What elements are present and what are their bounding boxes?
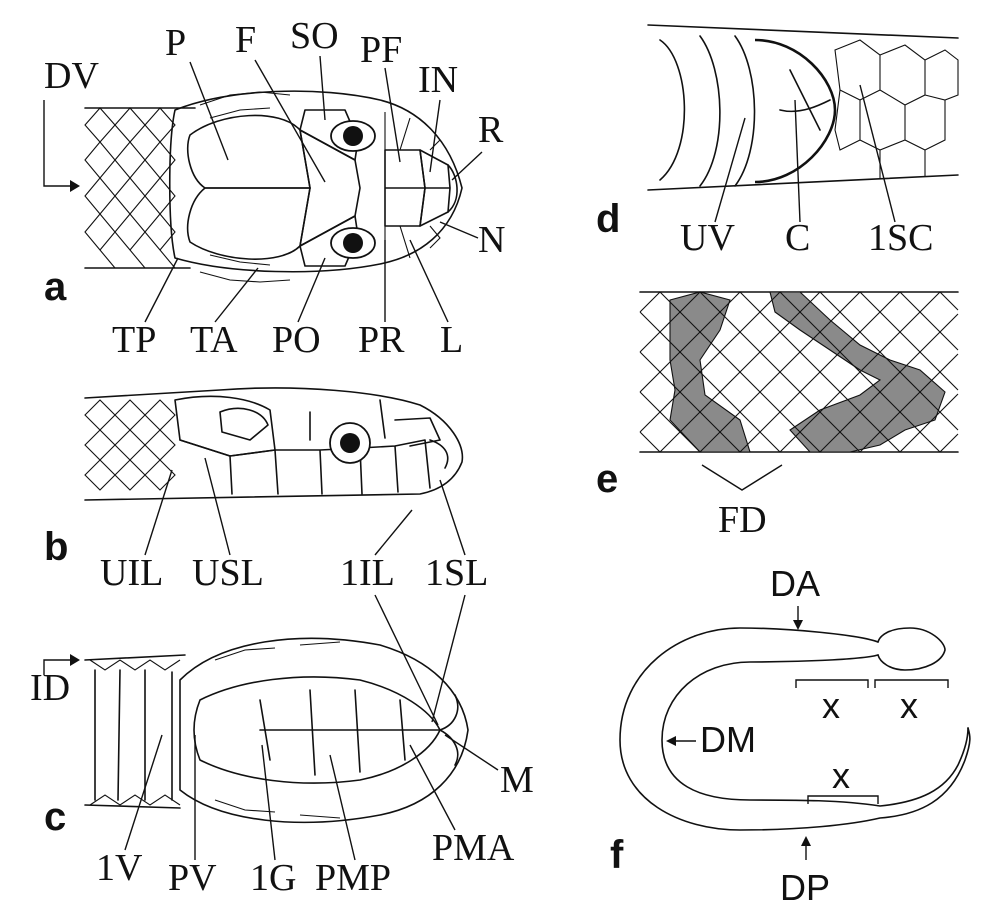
label-1V: 1V xyxy=(96,847,143,889)
label-UV: UV xyxy=(680,217,735,259)
label-1G: 1G xyxy=(250,857,296,899)
label-DM: DM xyxy=(700,719,756,760)
label-x2: x xyxy=(900,685,918,726)
leader-PO xyxy=(298,258,325,322)
panel-label-d: d xyxy=(596,197,620,241)
panel-label-b: b xyxy=(44,525,68,569)
label-C: C xyxy=(785,217,810,259)
leader-M xyxy=(445,735,498,770)
arrow-DP xyxy=(801,836,811,846)
leader-1SL xyxy=(440,480,465,555)
label-PO: PO xyxy=(272,319,321,361)
label-P: P xyxy=(165,22,186,64)
arrow-DM xyxy=(666,736,676,746)
leader-N xyxy=(440,222,478,238)
leader-1SC xyxy=(860,85,895,222)
leader-PMP xyxy=(330,755,355,860)
leader-L xyxy=(410,240,448,322)
label-1SL: 1SL xyxy=(425,552,488,594)
label-USL: USL xyxy=(192,552,264,594)
panel-a-dorsal-head xyxy=(85,91,462,282)
label-DA: DA xyxy=(770,563,820,604)
leader-R xyxy=(452,152,482,180)
dv-arrowhead xyxy=(70,180,80,192)
label-TA: TA xyxy=(190,319,238,361)
leader-P xyxy=(190,62,228,160)
dv-arrow xyxy=(44,100,70,186)
panel-d-cloacal-region xyxy=(648,25,958,190)
panel-e-dorsal-pattern xyxy=(640,292,958,452)
panel-label-a: a xyxy=(44,265,67,309)
label-PMP: PMP xyxy=(315,857,391,899)
leader-IN xyxy=(430,100,440,172)
label-DV: DV xyxy=(44,55,99,97)
label-PR: PR xyxy=(358,319,405,361)
label-M: M xyxy=(500,759,534,801)
label-UIL: UIL xyxy=(100,552,163,594)
label-1IL: 1IL xyxy=(340,552,395,594)
label-R: R xyxy=(478,109,504,151)
leader-USL xyxy=(205,458,230,555)
fd-bracket xyxy=(702,465,782,490)
label-TP: TP xyxy=(112,319,156,361)
x-brackets-top xyxy=(796,680,948,688)
leader-PF xyxy=(385,68,400,162)
leader-1G xyxy=(262,745,275,860)
label-N: N xyxy=(478,219,505,261)
label-1SC: 1SC xyxy=(868,217,933,259)
label-PMA: PMA xyxy=(432,827,515,869)
label-SO: SO xyxy=(290,15,339,57)
leader-UIL xyxy=(145,470,172,555)
label-IN: IN xyxy=(418,59,458,101)
panel-label-f: f xyxy=(610,833,624,877)
leader-1V xyxy=(125,735,162,850)
panel-label-c: c xyxy=(44,795,66,839)
panel-label-e: e xyxy=(596,457,618,501)
panel-f-organ-outline xyxy=(620,628,970,830)
label-F: F xyxy=(235,19,256,61)
label-ID: ID xyxy=(30,667,70,709)
label-PV: PV xyxy=(168,857,217,899)
leader-C xyxy=(795,100,800,222)
label-x1: x xyxy=(822,685,840,726)
label-x3: x xyxy=(832,755,850,796)
label-FD: FD xyxy=(718,499,767,541)
leader-PMA xyxy=(410,745,455,830)
leader-TA xyxy=(215,268,258,322)
label-L: L xyxy=(440,319,463,361)
label-DP: DP xyxy=(780,867,830,908)
panel-b-lateral-head xyxy=(85,388,462,500)
leaders-1IL-1SL-c xyxy=(375,595,465,725)
label-PF: PF xyxy=(360,29,402,71)
leader-1IL xyxy=(375,510,412,555)
arrow-DA xyxy=(793,620,803,630)
id-arrowhead xyxy=(70,654,80,666)
leader-F xyxy=(255,60,325,182)
